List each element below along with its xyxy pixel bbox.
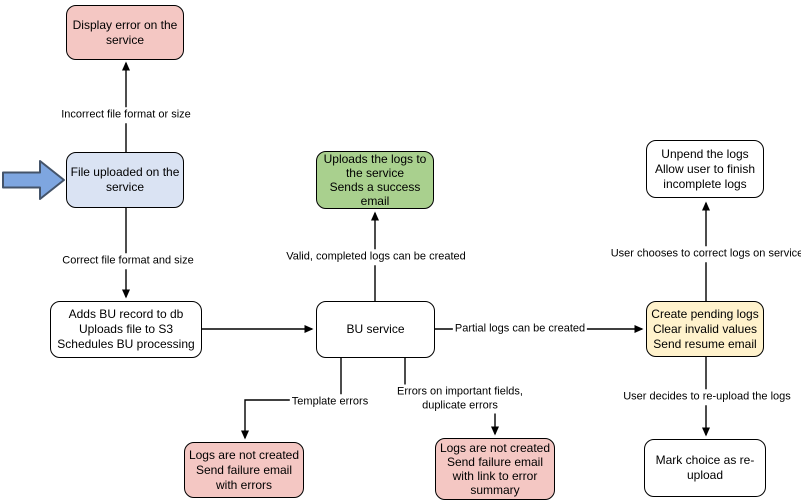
edge-label-incorrect-file: Incorrect file format or size bbox=[59, 107, 193, 123]
edge-label-valid-logs: Valid, completed logs can be created bbox=[284, 249, 468, 265]
edge-label-user-corrects: User chooses to correct logs on service bbox=[608, 246, 801, 262]
node-mark-reupload: Mark choice as re- upload bbox=[644, 439, 766, 497]
edge-label-user-reuploads: User decides to re-upload the logs bbox=[621, 389, 793, 405]
node-unpend-logs: Unpend the logs Allow user to finish inc… bbox=[646, 140, 764, 198]
node-adds-bu-record: Adds BU record to db Uploads file to S3 … bbox=[50, 301, 202, 358]
node-create-pending: Create pending logs Clear invalid values… bbox=[646, 301, 764, 357]
edge-label-correct-file: Correct file format and size bbox=[60, 253, 196, 269]
edge-label-important-fields: Errors on important fields, duplicate er… bbox=[395, 384, 525, 414]
node-failure-with-summary: Logs are not created Send failure email … bbox=[435, 438, 555, 500]
node-upload-success: Uploads the logs to the service Sends a … bbox=[316, 151, 434, 209]
node-file-uploaded: File uploaded on the service bbox=[66, 152, 184, 208]
node-bu-service: BU service bbox=[316, 301, 435, 358]
edge-label-partial-logs: Partial logs can be created bbox=[452, 321, 588, 337]
node-failure-with-errors: Logs are not created Send failure email … bbox=[184, 442, 304, 498]
input-arrow-icon bbox=[2, 160, 65, 200]
edge-label-template-errors: Template errors bbox=[289, 394, 371, 410]
node-display-error: Display error on the service bbox=[66, 5, 184, 60]
